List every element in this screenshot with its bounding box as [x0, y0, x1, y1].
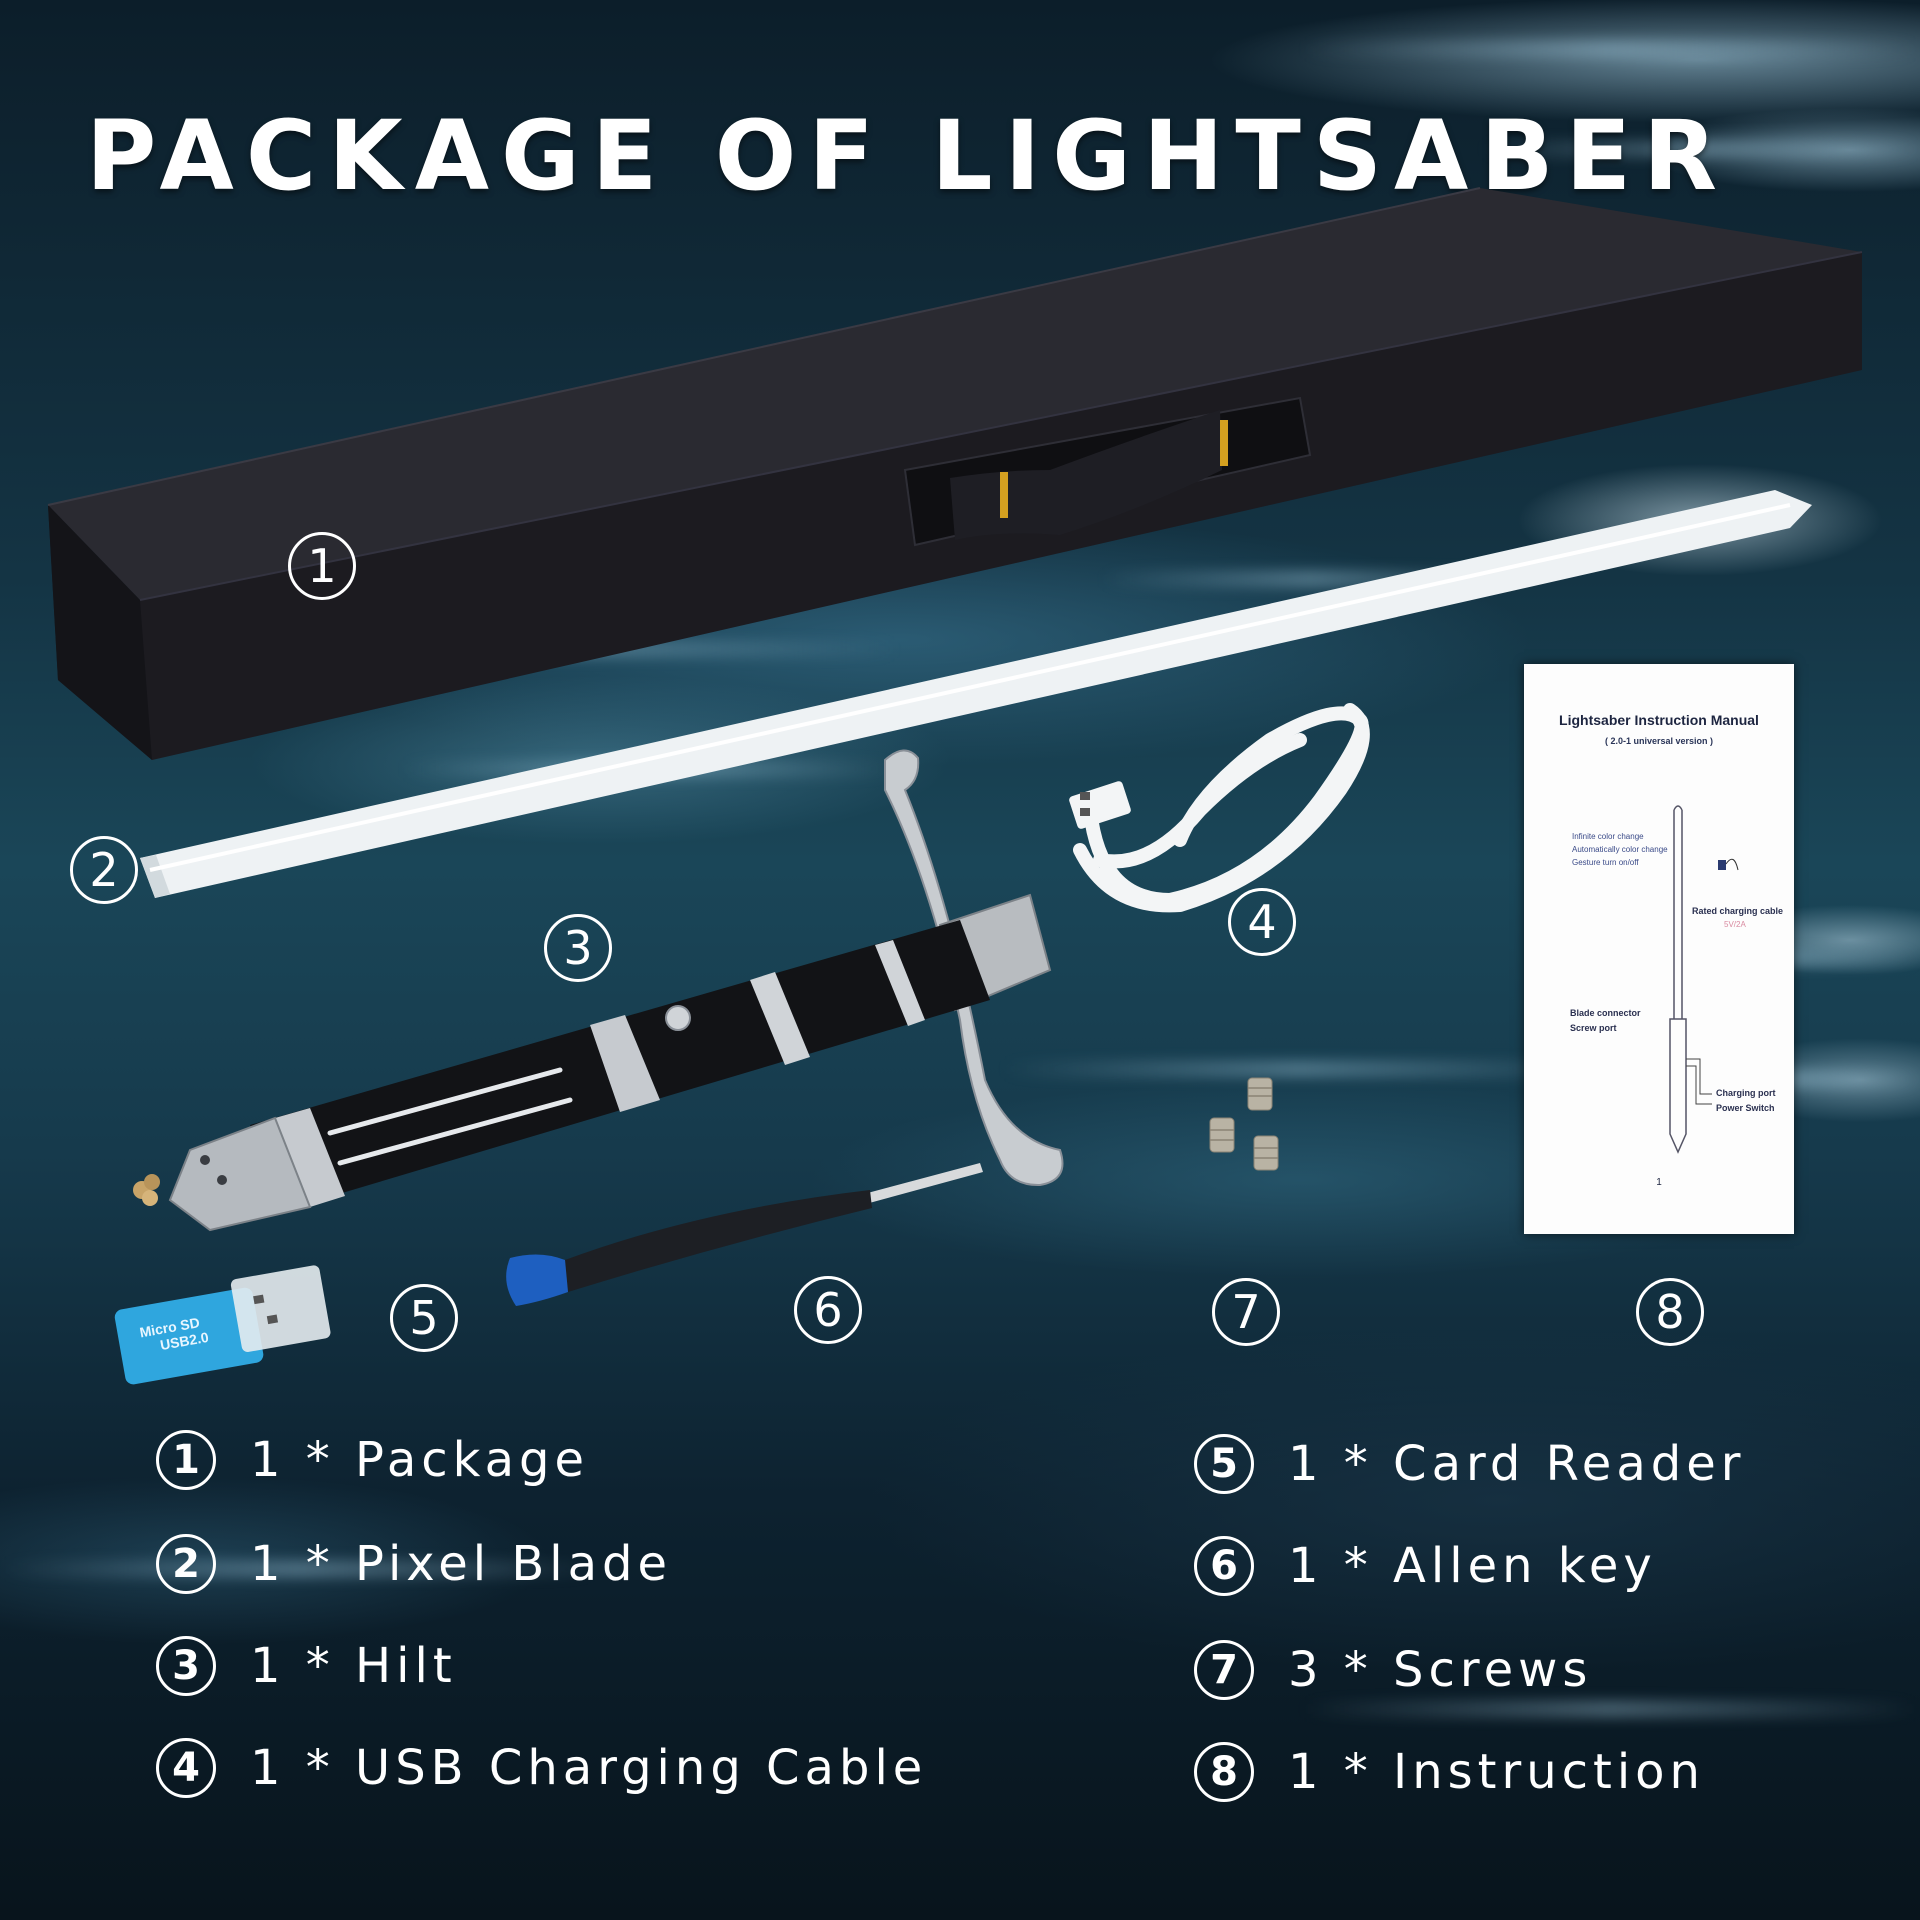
manual-screw-port: Screw port	[1570, 1023, 1617, 1033]
callout-5: 5	[390, 1284, 458, 1352]
callout-8: 8	[1636, 1278, 1704, 1346]
manual-feature: Automatically color change	[1572, 845, 1668, 854]
list-item: 3 1 * Hilt	[156, 1636, 457, 1696]
instruction-manual: Lightsaber Instruction Manual ( 2.0-1 un…	[1524, 664, 1794, 1234]
callout-4: 4	[1228, 888, 1296, 956]
item-number: 3	[156, 1636, 216, 1696]
callout-7: 7	[1212, 1278, 1280, 1346]
manual-feature: Gesture turn on/off	[1572, 858, 1639, 867]
list-item: 5 1 * Card Reader	[1194, 1434, 1745, 1494]
item-text: 1 * Instruction	[1288, 1744, 1705, 1800]
item-text: 1 * Package	[250, 1432, 590, 1488]
item-number: 2	[156, 1534, 216, 1594]
item-number: 5	[1194, 1434, 1254, 1494]
item-number: 4	[156, 1738, 216, 1798]
callout-3: 3	[544, 914, 612, 982]
callout-1: 1	[288, 532, 356, 600]
list-item: 6 1 * Allen key	[1194, 1536, 1657, 1596]
item-text: 1 * Card Reader	[1288, 1436, 1746, 1492]
manual-charging-port: Charging port	[1716, 1088, 1776, 1098]
item-number: 1	[156, 1430, 216, 1490]
item-text: 1 * Allen key	[1288, 1538, 1657, 1594]
item-number: 7	[1194, 1640, 1254, 1700]
list-item: 7 3 * Screws	[1194, 1640, 1592, 1700]
manual-power-switch: Power Switch	[1716, 1103, 1775, 1113]
item-text: 1 * USB Charging Cable	[250, 1740, 928, 1796]
manual-subtitle: ( 2.0-1 universal version )	[1604, 736, 1714, 746]
list-item: 4 1 * USB Charging Cable	[156, 1738, 927, 1798]
item-number: 8	[1194, 1742, 1254, 1802]
manual-blade-connector: Blade connector	[1570, 1008, 1641, 1018]
item-text: 3 * Screws	[1288, 1642, 1593, 1698]
item-text: 1 * Pixel Blade	[250, 1536, 673, 1592]
manual-cable-label: Rated charging cable	[1692, 906, 1784, 916]
manual-page-number: 1	[1656, 1177, 1662, 1188]
item-number: 6	[1194, 1536, 1254, 1596]
list-item: 8 1 * Instruction	[1194, 1742, 1705, 1802]
manual-feature: Infinite color change	[1572, 832, 1644, 841]
list-item: 1 1 * Package	[156, 1430, 589, 1490]
list-item: 2 1 * Pixel Blade	[156, 1534, 672, 1594]
page-title: PACKAGE OF LIGHTSABER	[86, 100, 1730, 212]
manual-title: Lightsaber Instruction Manual	[1559, 712, 1759, 728]
callout-2: 2	[70, 836, 138, 904]
manual-diagram	[1669, 805, 1739, 1154]
callout-6: 6	[794, 1276, 862, 1344]
manual-cable-rating: 5V/2A	[1724, 920, 1746, 929]
item-text: 1 * Hilt	[250, 1638, 457, 1694]
